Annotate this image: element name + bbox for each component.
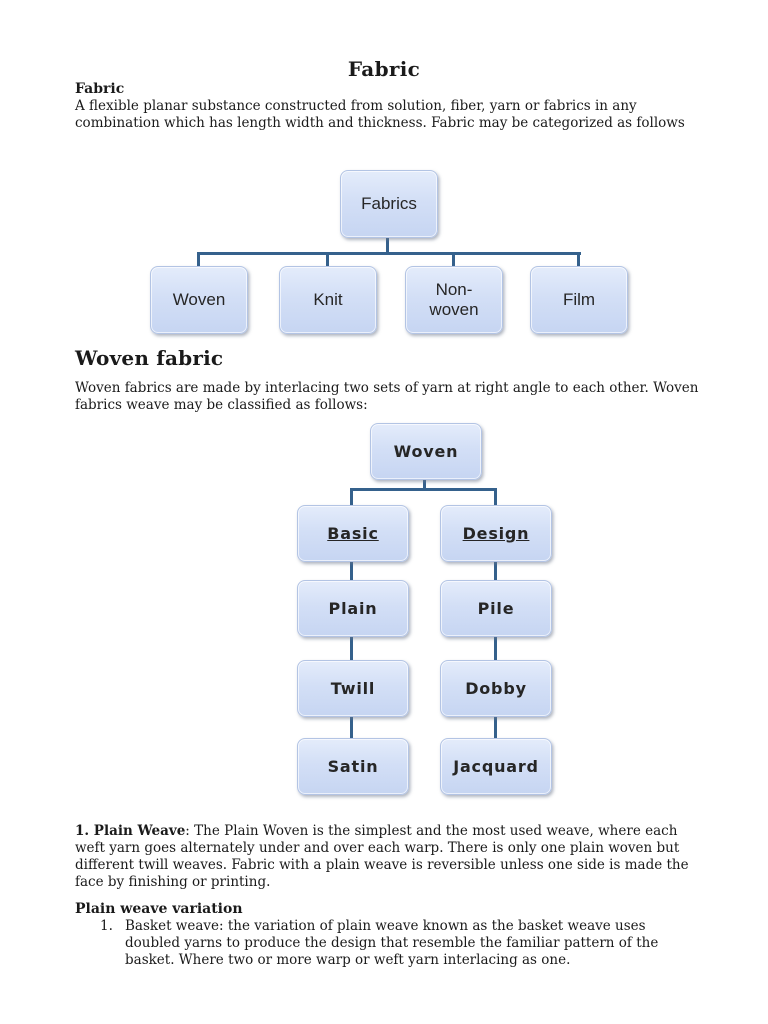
woven-heading: Woven fabric [75, 346, 224, 370]
connector-line [197, 252, 581, 255]
intro-section: Fabric A flexible planar substance const… [75, 81, 699, 132]
variation-section: Plain weave variation 1. Basket weave: t… [75, 901, 699, 969]
intro-paragraph: A flexible planar substance constructed … [75, 98, 685, 131]
diagram-node-woven-root: Woven [370, 423, 482, 480]
connector-line [326, 252, 329, 266]
diagram-node-nonwoven: Non- woven [405, 266, 503, 334]
diagram-node-satin: Satin [297, 738, 409, 795]
diagram-node-pile: Pile [440, 580, 552, 637]
connector-line [423, 478, 426, 491]
diagram-node-plain: Plain [297, 580, 409, 637]
diagram-node-woven: Woven [150, 266, 248, 334]
list-item-number: 1. [100, 918, 113, 934]
diagram-node-knit: Knit [279, 266, 377, 334]
plain-weave-label: 1. Plain Weave [75, 823, 186, 839]
connector-line [350, 488, 497, 491]
connector-line [350, 715, 353, 738]
list-item-text: Basket weave: the variation of plain wea… [125, 918, 659, 968]
plain-weave-paragraph: 1. Plain Weave: The Plain Woven is the s… [75, 823, 689, 890]
woven-paragraph: Woven fabrics are made by interlacing tw… [75, 380, 699, 413]
page-title: Fabric [347, 57, 421, 81]
diagram-node-film: Film [530, 266, 628, 334]
connector-line [386, 236, 389, 253]
variation-heading: Plain weave variation [75, 901, 243, 917]
list-item: 1. Basket weave: the variation of plain … [75, 918, 699, 969]
connector-line [452, 252, 455, 266]
plain-weave-section: 1. Plain Weave: The Plain Woven is the s… [75, 822, 699, 891]
connector-line [577, 252, 580, 266]
connector-line [494, 488, 497, 505]
fabrics-hierarchy-diagram: Fabrics Woven Knit Non- woven Film [140, 170, 640, 335]
connector-line [197, 252, 200, 266]
connector-line [350, 560, 353, 580]
connector-line [350, 488, 353, 505]
diagram-node-basic: Basic [297, 505, 409, 562]
diagram-node-jacquard: Jacquard [440, 738, 552, 795]
connector-line [494, 560, 497, 580]
woven-fabric-section: Woven fabric Woven fabrics are made by i… [75, 346, 699, 414]
connector-line [494, 715, 497, 738]
diagram-node-design: Design [440, 505, 552, 562]
diagram-node-dobby: Dobby [440, 660, 552, 717]
diagram-node-twill: Twill [297, 660, 409, 717]
intro-heading: Fabric [75, 81, 125, 97]
diagram-node-fabrics: Fabrics [340, 170, 438, 238]
woven-classification-diagram: Woven Basic Design Plain Pile Twill Dobb… [290, 423, 570, 795]
connector-line [494, 635, 497, 660]
connector-line [350, 635, 353, 660]
